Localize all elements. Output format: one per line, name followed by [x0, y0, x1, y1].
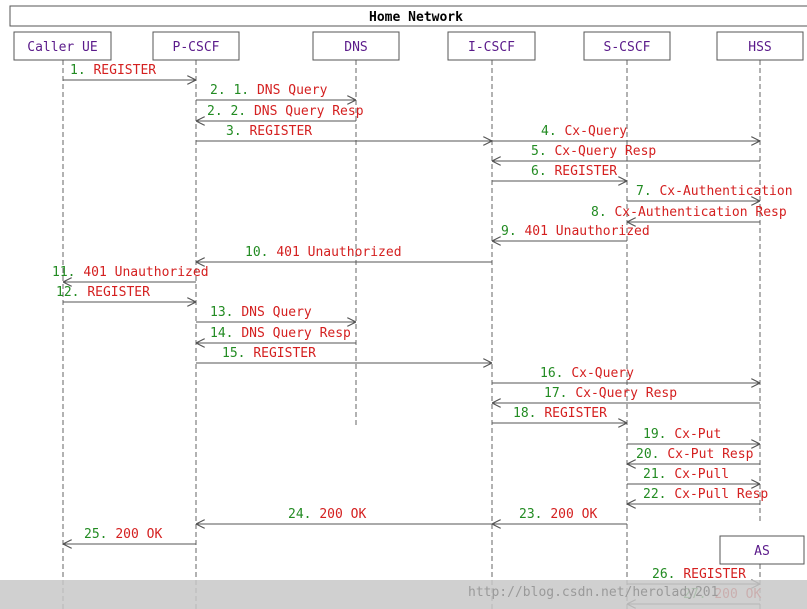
message: 25. 200 OK: [63, 527, 196, 544]
participant-label-hss: HSS: [748, 40, 771, 55]
message: 24. 200 OK: [196, 507, 492, 524]
message: 3. REGISTER: [196, 124, 492, 141]
message-label: 20. Cx-Put Resp: [636, 447, 754, 462]
participant-box-as: [719, 535, 805, 565]
watermark-overlay: http://blog.csdn.net/herolady201: [0, 580, 807, 609]
participant-label-scscf: S-CSCF: [604, 40, 651, 55]
message: 11. 401 Unauthorized: [52, 265, 209, 282]
message-label: 4. Cx-Query: [541, 124, 627, 139]
participant-hss: HSS: [716, 31, 804, 61]
participant-scscf: S-CSCF: [583, 31, 671, 61]
message-label: 8. Cx-Authentication Resp: [591, 205, 787, 220]
participant-box-dns: [312, 31, 400, 61]
message-label: 2. 2. DNS Query Resp: [207, 104, 364, 119]
message-label: 9. 401 Unauthorized: [501, 224, 650, 239]
message: 12. REGISTER: [56, 285, 196, 302]
message-label: 13. DNS Query: [210, 305, 312, 320]
message: 17. Cx-Query Resp: [492, 386, 760, 403]
message: 5. Cx-Query Resp: [492, 144, 760, 161]
message: 8. Cx-Authentication Resp: [591, 205, 787, 222]
participant-box-pcscf: [152, 31, 240, 61]
participant-icscf: I-CSCF: [447, 31, 536, 61]
message-label: 5. Cx-Query Resp: [531, 144, 656, 159]
messages: 1. REGISTER 2. 1. DNS Query 2. 2. DNS Quer…: [52, 63, 793, 604]
participant-label-icscf: I-CSCF: [468, 40, 515, 55]
message-label: 26. REGISTER: [652, 567, 746, 582]
message-label: 10. 401 Unauthorized: [245, 245, 402, 260]
message-label: 14. DNS Query Resp: [210, 326, 351, 341]
message-label: 16. Cx-Query: [540, 366, 634, 381]
message-label: 15. REGISTER: [222, 346, 316, 361]
message: 16. Cx-Query: [492, 366, 760, 383]
message-label: 18. REGISTER: [513, 406, 607, 421]
home-network-frame: [9, 5, 807, 27]
message-label: 17. Cx-Query Resp: [544, 386, 677, 401]
message: 1. REGISTER: [63, 63, 196, 80]
message-label: 1. REGISTER: [70, 63, 156, 78]
message-label: 19. Cx-Put: [643, 427, 721, 442]
message: 18. REGISTER: [492, 406, 627, 423]
message: 13. DNS Query: [196, 305, 356, 322]
message: 23. 200 OK: [492, 507, 627, 524]
message-label: 12. REGISTER: [56, 285, 150, 300]
message-label: 23. 200 OK: [519, 507, 597, 522]
message: 7. Cx-Authentication: [627, 184, 793, 201]
message-label: 22. Cx-Pull Resp: [643, 487, 768, 502]
participant-pcscf: P-CSCF: [152, 31, 240, 61]
message-label: 3. REGISTER: [226, 124, 312, 139]
message: 2. 1. DNS Query: [196, 83, 356, 100]
participant-box-icscf: [447, 31, 536, 61]
message: 10. 401 Unauthorized: [196, 245, 492, 262]
participant-box-scscf: [583, 31, 671, 61]
participant-dns: DNS: [312, 31, 400, 61]
participant-label-ue: Caller UE: [27, 40, 97, 55]
lifelines: [62, 60, 761, 609]
participants: Caller UE P-CSCF DNS I-CSCF S-CSCF HSS AS: [13, 31, 805, 565]
participant-label-dns: DNS: [344, 40, 367, 55]
message: 15. REGISTER: [196, 346, 492, 363]
watermark-text: http://blog.csdn.net/herolady201: [468, 585, 718, 600]
message-label: 21. Cx-Pull: [643, 467, 729, 482]
participant-ue: Caller UE: [13, 31, 112, 61]
message: 21. Cx-Pull: [627, 467, 760, 484]
participant-label-as: AS: [754, 544, 770, 559]
message-label: 6. REGISTER: [531, 164, 617, 179]
message-label: 24. 200 OK: [288, 507, 366, 522]
message: 4. Cx-Query: [492, 124, 760, 141]
message: 14. DNS Query Resp: [196, 326, 356, 343]
watermark-band: [0, 580, 807, 609]
message: 9. 401 Unauthorized: [492, 224, 650, 241]
message: 2. 2. DNS Query Resp: [196, 104, 364, 121]
message-label: 7. Cx-Authentication: [636, 184, 793, 199]
message: 6. REGISTER: [492, 164, 627, 181]
participant-label-pcscf: P-CSCF: [173, 40, 220, 55]
participant-as: AS: [719, 535, 805, 565]
message: 20. Cx-Put Resp: [627, 447, 760, 464]
message-label: 2. 1. DNS Query: [210, 83, 328, 98]
participant-box-hss: [716, 31, 804, 61]
message: 22. Cx-Pull Resp: [627, 487, 768, 504]
participant-box-ue: [13, 31, 112, 61]
message-label: 11. 401 Unauthorized: [52, 265, 209, 280]
message-label: 25. 200 OK: [84, 527, 162, 542]
diagram-title: Home Network: [369, 10, 463, 25]
message: 19. Cx-Put: [627, 427, 760, 444]
